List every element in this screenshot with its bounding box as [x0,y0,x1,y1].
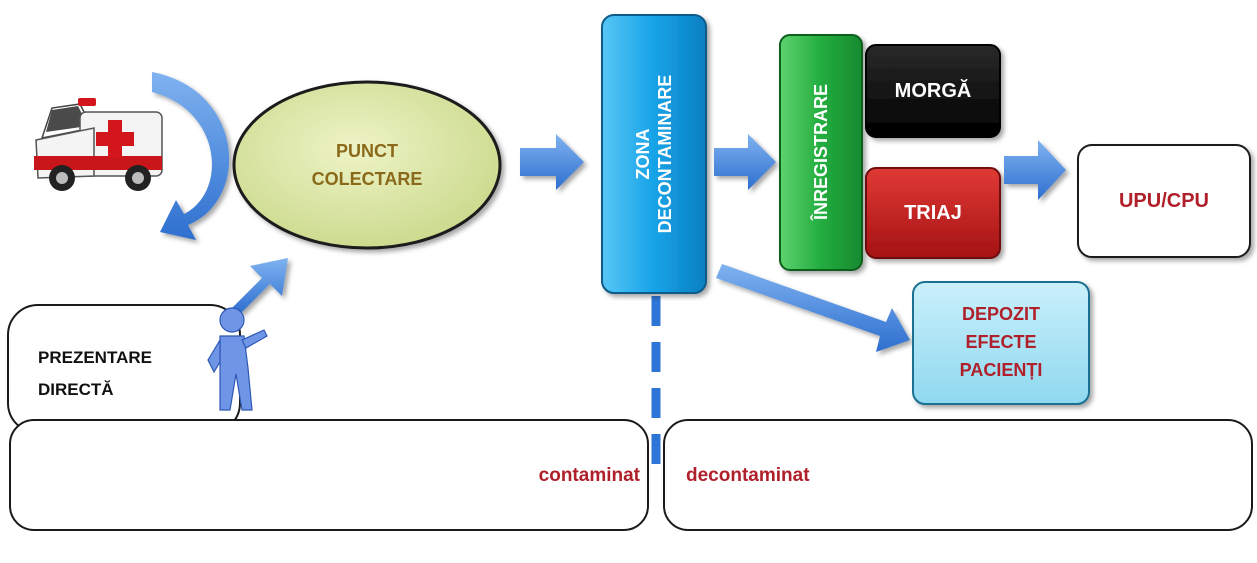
arrow-to-punct [232,258,288,314]
inregistrare-node [779,34,863,271]
arrow-to-depozit [716,264,910,352]
prezentare-directa-label: PREZENTARE DIRECTĂ [38,347,152,399]
triaj-label: TRIAJ [904,201,962,224]
upu-cpu-label: UPU/CPU [1118,189,1209,212]
triaj-node [865,167,1001,259]
ambulance-icon [34,98,163,191]
punct-colectare-label: PUNCT COLECTARE [311,141,423,189]
depozit-label: DEPOZIT EFECTE PACIENȚI [959,304,1043,380]
decontaminat-label: decontaminat [686,465,810,486]
curved-arrow-icon [152,72,230,240]
zona-decontaminare-node [601,14,707,294]
arrow-to-upu [1004,140,1066,200]
arrow-to-zona [520,134,584,190]
zona-decontaminare-label: ZONA DECONTAMINARE [632,74,676,234]
arrow-to-inregistrare [714,134,776,190]
punct-colectare-node [232,80,502,250]
morga-label: MORGĂ [894,79,972,102]
contaminat-label: contaminat [538,465,640,486]
morga-node [865,44,1001,138]
person-icon [207,307,268,411]
upu-cpu-node [1077,144,1251,258]
inregistrare-label: ÎNREGISTRARE [810,84,831,221]
contaminat-zone-box [9,419,649,531]
depozit-node [912,281,1090,405]
decontaminat-zone-box [663,419,1253,531]
